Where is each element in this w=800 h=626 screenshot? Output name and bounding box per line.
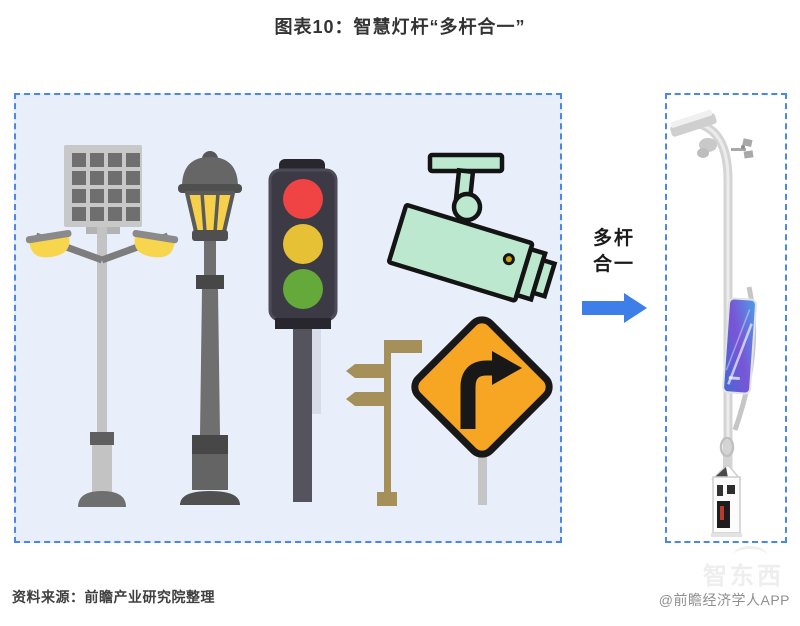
merge-group: 多杆 合一 <box>564 226 664 329</box>
smart-pole-cabinet <box>711 465 742 537</box>
smart-pole-cameras <box>731 138 754 159</box>
legacy-poles-box <box>14 93 562 543</box>
smart-pole-screen <box>722 297 757 395</box>
smart-lamp-head <box>670 109 717 137</box>
solar-pole <box>97 227 107 437</box>
credit-text: @前瞻经济学人APP <box>658 592 790 608</box>
merge-label-line2: 合一 <box>592 254 635 275</box>
green-light <box>283 269 323 309</box>
turn-right-warning-sign-icon <box>411 316 553 505</box>
merge-label-line1: 多杆 <box>592 228 635 249</box>
legacy-poles-illustration <box>25 145 558 507</box>
right-lamp-head <box>132 229 179 258</box>
smart-multi-function-pole-icon <box>670 109 757 537</box>
smart-pole-box <box>665 93 787 543</box>
traffic-pole <box>293 329 312 502</box>
classic-lamp-post-icon <box>178 151 242 505</box>
turn-arrow <box>460 360 494 429</box>
lamp-glass <box>185 191 235 234</box>
road-signpost-icon <box>346 340 422 506</box>
camera-indicator <box>502 253 515 266</box>
solar-street-light-icon <box>25 145 179 507</box>
figure-title: 图表10：智慧灯杆“多杆合一” <box>274 17 526 37</box>
warning-diamond <box>411 316 553 458</box>
watermark-logo: 智东西 <box>703 546 784 591</box>
signpost-pole <box>384 340 391 495</box>
lamp-pole <box>200 289 220 435</box>
yellow-light <box>283 224 323 264</box>
cctv-camera-icon <box>386 152 558 303</box>
source-note: 资料来源：前瞻产业研究院整理 <box>12 589 215 605</box>
red-light <box>283 179 323 219</box>
traffic-light-icon <box>268 159 338 502</box>
left-lamp-head <box>25 229 72 258</box>
lamp-dome <box>182 157 238 187</box>
right-arrow-icon <box>582 293 647 323</box>
watermark-arc-icon <box>733 546 767 565</box>
camera-body <box>386 203 535 303</box>
watermark-text: 智东西 <box>703 563 784 590</box>
solar-cells <box>72 153 140 221</box>
merge-label: 多杆 合一 <box>564 226 664 278</box>
